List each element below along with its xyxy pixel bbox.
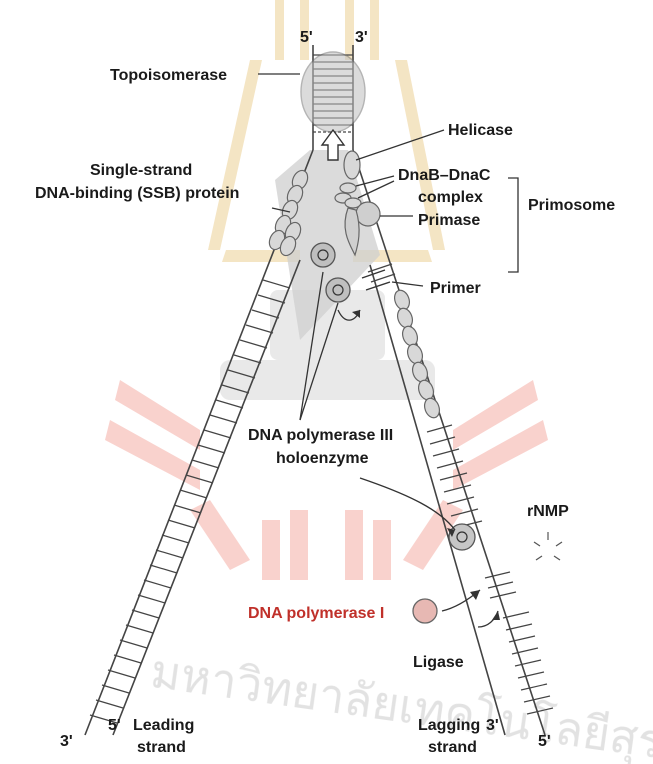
- top-5-prime-label: 5': [300, 29, 313, 46]
- ssb-label-line1: Single-strand: [90, 162, 192, 179]
- ligase-label: Ligase: [413, 654, 464, 671]
- bottom-right-5-prime-label: 5': [538, 733, 551, 750]
- leading-strand-label-line2: strand: [137, 739, 186, 756]
- dna-polymerase-i-enzyme: [413, 599, 437, 623]
- topoisomerase-enzyme: [301, 52, 365, 132]
- dnab-dnac-label-line2: complex: [418, 189, 483, 206]
- watermark-logo: มหาวิทยาลัยเทคโนโลยีสุรนารี: [105, 0, 653, 764]
- bottom-left-3-prime-label: 3': [60, 733, 73, 750]
- rnmp-burst: [534, 532, 562, 560]
- watermark-text: มหาวิทยาลัยเทคโนโลยีสุรนารี: [147, 644, 653, 764]
- lagging-strand-rungs: [368, 264, 553, 714]
- pol3-label-line1: DNA polymerase III: [248, 427, 393, 444]
- ssb-proteins-right: [392, 288, 442, 420]
- primosome-label: Primosome: [528, 197, 615, 214]
- pol1-label: DNA polymerase I: [248, 605, 384, 622]
- helicase-label: Helicase: [448, 122, 513, 139]
- top-3-prime-label: 3': [355, 29, 368, 46]
- primosome-bracket: [508, 178, 518, 272]
- bottom-right-3-prime-label: 3': [486, 717, 499, 734]
- pol3-label-line2: holoenzyme: [276, 450, 369, 467]
- leading-strand-label-line1: Leading: [133, 717, 194, 734]
- primase-label: Primase: [418, 212, 480, 229]
- primer-label: Primer: [430, 280, 481, 297]
- rnmp-label: rNMP: [527, 503, 569, 520]
- lagging-strand-label-line1: Lagging: [418, 717, 480, 734]
- dnab-dnac-label-line1: DnaB–DnaC: [398, 167, 491, 184]
- topoisomerase-label: Topoisomerase: [110, 67, 227, 84]
- helicase-enzyme: [344, 151, 360, 179]
- lagging-strand-label-line2: strand: [428, 739, 477, 756]
- bottom-left-5-prime-label: 5': [108, 717, 121, 734]
- ssb-label-line2: DNA-binding (SSB) protein: [35, 185, 239, 202]
